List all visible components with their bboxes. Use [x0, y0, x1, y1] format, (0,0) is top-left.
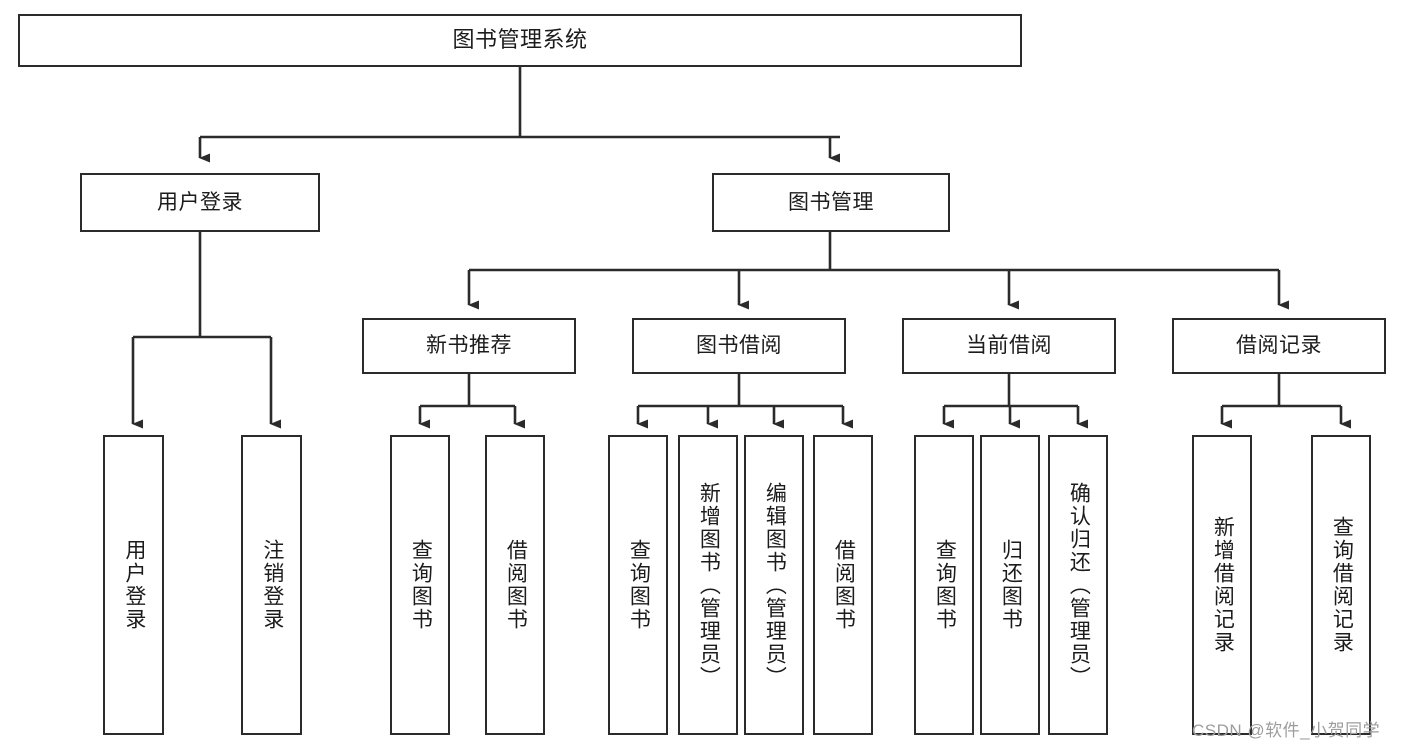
node-label: 借阅图书: [504, 539, 528, 631]
leaf-records-query-record[interactable]: 查询借阅记录: [1311, 435, 1371, 735]
leaf-borrow-edit-book-admin[interactable]: 编辑图书（管理员）: [744, 435, 804, 735]
node-borrow-records[interactable]: 借阅记录: [1172, 318, 1386, 374]
leaf-recommend-query-book[interactable]: 查询图书: [390, 435, 450, 735]
node-label: 确认归还（管理员）: [1067, 481, 1091, 689]
leaf-user-logout[interactable]: 注销登录: [241, 435, 302, 735]
node-label: 借阅记录: [1236, 334, 1322, 358]
node-label: 图书管理系统: [452, 27, 588, 53]
node-label: 当前借阅: [966, 334, 1052, 358]
node-label: 归还图书: [999, 539, 1023, 631]
leaf-records-add-record[interactable]: 新增借阅记录: [1192, 435, 1252, 735]
node-label: 借阅图书: [832, 539, 856, 631]
node-new-book-recommend[interactable]: 新书推荐: [362, 318, 576, 374]
node-label: 用户登录: [157, 190, 243, 214]
node-book-borrow[interactable]: 图书借阅: [632, 318, 846, 374]
leaf-borrow-borrow-book[interactable]: 借阅图书: [813, 435, 873, 735]
leaf-borrow-add-book-admin[interactable]: 新增图书（管理员）: [678, 435, 738, 735]
node-label: 图书管理: [788, 190, 874, 214]
node-label: 新书推荐: [426, 334, 512, 358]
node-book-management[interactable]: 图书管理: [712, 173, 950, 232]
node-label: 查询借阅记录: [1330, 516, 1354, 654]
leaf-borrow-query-book[interactable]: 查询图书: [608, 435, 668, 735]
node-label: 编辑图书（管理员）: [763, 481, 787, 689]
node-label: 新增图书（管理员）: [697, 481, 721, 689]
node-label: 新增借阅记录: [1211, 516, 1235, 654]
node-root-system[interactable]: 图书管理系统: [18, 14, 1022, 67]
leaf-current-return-book[interactable]: 归还图书: [980, 435, 1040, 735]
node-label: 注销登录: [260, 539, 284, 631]
leaf-user-login[interactable]: 用户登录: [103, 435, 164, 735]
leaf-current-query-book[interactable]: 查询图书: [914, 435, 974, 735]
node-label: 查询图书: [409, 539, 433, 631]
leaf-current-confirm-return-admin[interactable]: 确认归还（管理员）: [1048, 435, 1108, 735]
node-current-borrow[interactable]: 当前借阅: [902, 318, 1116, 374]
node-label: 用户登录: [122, 539, 146, 631]
node-label: 查询图书: [627, 539, 651, 631]
node-label: 图书借阅: [696, 334, 782, 358]
leaf-recommend-borrow-book[interactable]: 借阅图书: [485, 435, 545, 735]
csdn-watermark: CSDN @软件_小贺同学: [1192, 721, 1381, 740]
node-user-login[interactable]: 用户登录: [80, 173, 320, 232]
node-label: 查询图书: [933, 539, 957, 631]
